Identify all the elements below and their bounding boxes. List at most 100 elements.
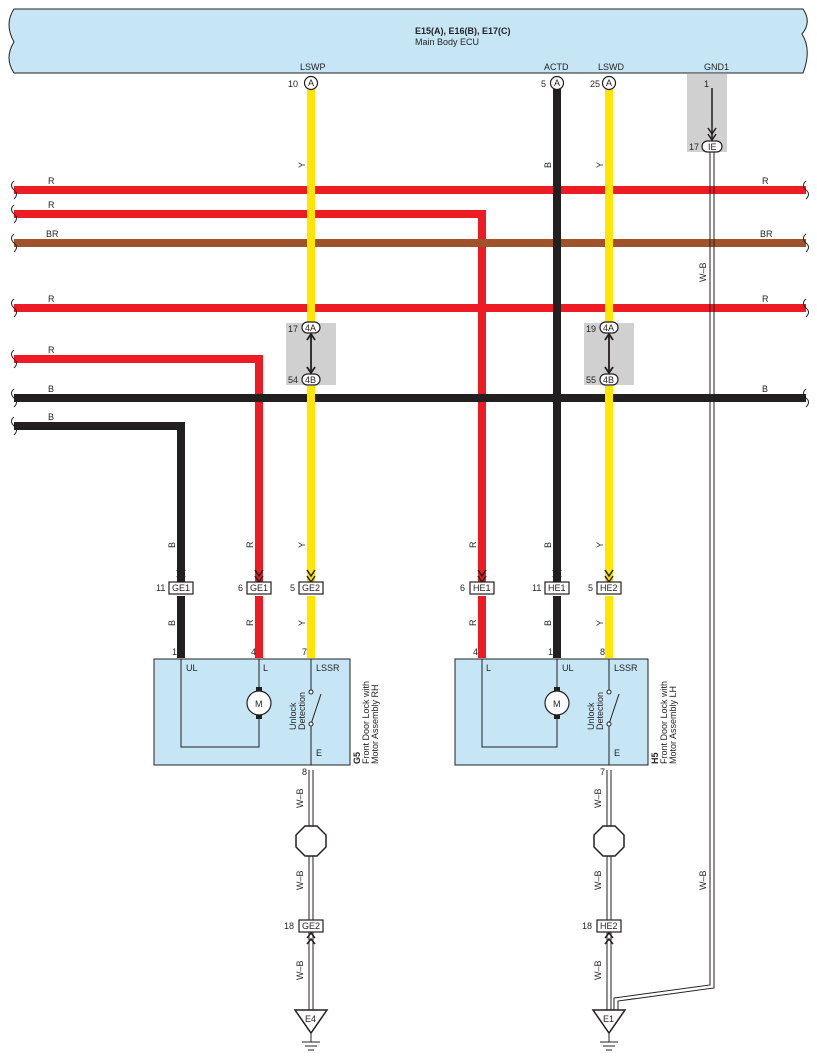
svg-text:Motor Assembly RH: Motor Assembly RH [370, 684, 380, 764]
svg-text:B: B [167, 542, 177, 548]
svg-text:GE1: GE1 [250, 583, 268, 593]
ground-e4: E4 [293, 1009, 329, 1051]
svg-text:E4: E4 [305, 1014, 316, 1024]
bus-label-r-1-right: R [762, 176, 769, 186]
svg-text:8: 8 [302, 767, 307, 777]
svg-text:E: E [614, 748, 620, 758]
bus-label-r-3-right: R [762, 294, 769, 304]
svg-text:1: 1 [548, 647, 553, 657]
svg-text:W–B: W–B [593, 870, 603, 890]
splice-point-rh [295, 825, 327, 857]
bus-label-r-2-left: R [48, 200, 55, 210]
ground-e1: E1 [591, 1009, 627, 1051]
ecu-pin-lswp: 10 A [288, 75, 319, 91]
connector-ge2-18: 18 GE2 [284, 919, 324, 945]
svg-text:18: 18 [284, 921, 294, 931]
junction-right: 19 4A 55 4B [586, 321, 619, 386]
svg-text:IE: IE [708, 142, 717, 152]
ecu-pin-actd: 5 A [541, 75, 565, 91]
pin-name-gnd1: GND1 [704, 62, 729, 72]
svg-text:W–B: W–B [295, 960, 305, 980]
svg-text:10: 10 [288, 79, 298, 89]
svg-text:4A: 4A [603, 323, 614, 333]
svg-text:17: 17 [288, 324, 298, 334]
bus-label-r-1-left: R [48, 176, 55, 186]
svg-text:5: 5 [290, 583, 295, 593]
junction-bg-gnd [687, 74, 727, 152]
bus-b-2 [14, 422, 185, 590]
bus-label-br-right: BR [760, 229, 773, 239]
svg-text:8: 8 [600, 647, 605, 657]
svg-text:11: 11 [156, 583, 165, 593]
svg-text:7: 7 [600, 767, 605, 777]
bus-break-marks [11, 180, 809, 436]
svg-text:5: 5 [588, 583, 593, 593]
svg-text:GE2: GE2 [302, 583, 320, 593]
svg-text:Unlock: Unlock [586, 702, 596, 730]
ecu-title: E15(A), E16(B), E17(C) [415, 26, 511, 36]
svg-text:R: R [468, 541, 478, 548]
connector-ge1-6: 6 GE1 [238, 569, 272, 595]
svg-text:W–B: W–B [295, 870, 305, 890]
svg-text:11: 11 [532, 583, 541, 593]
svg-text:R: R [245, 541, 255, 548]
wb-wires [308, 152, 715, 1010]
svg-text:1: 1 [172, 647, 177, 657]
switch-icon [608, 659, 620, 765]
svg-text:HE2: HE2 [600, 583, 618, 593]
svg-text:LSSR: LSSR [316, 663, 340, 673]
junction-left: 17 4A 54 4B [288, 321, 321, 386]
svg-text:Y: Y [297, 162, 307, 168]
svg-text:L: L [486, 663, 491, 673]
svg-text:B: B [167, 620, 177, 626]
ecu-pin-lswd: 25 A [590, 75, 617, 91]
splice-point-lh [593, 825, 625, 857]
ecu-subtitle: Main Body ECU [415, 37, 479, 47]
bus-label-b-left: B [48, 384, 54, 394]
bus-r-4 [14, 355, 263, 590]
ecu-box [8, 8, 808, 74]
svg-text:UL: UL [186, 663, 198, 673]
svg-text:B: B [543, 542, 553, 548]
svg-text:G5: G5 [352, 752, 362, 764]
connector-he1-6: 6 HE1 [460, 569, 495, 595]
svg-text:4B: 4B [603, 375, 614, 385]
svg-text:6: 6 [460, 583, 465, 593]
svg-text:4: 4 [473, 647, 478, 657]
pin-name-lswp: LSWP [300, 62, 326, 72]
pin-name-lswd: LSWD [598, 62, 625, 72]
svg-text:W–B: W–B [698, 262, 708, 282]
svg-text:4A: 4A [305, 323, 316, 333]
svg-text:HE1: HE1 [473, 583, 491, 593]
svg-text:Y: Y [297, 542, 307, 548]
bus-label-br-left: BR [46, 229, 59, 239]
bus-label-r-3-left: R [48, 294, 55, 304]
pin-name-actd: ACTD [544, 62, 569, 72]
svg-text:Y: Y [595, 162, 605, 168]
svg-text:R: R [245, 619, 255, 626]
svg-text:55: 55 [586, 375, 596, 385]
svg-text:W–B: W–B [593, 960, 603, 980]
connector-ge1-11: 11 GE1 [156, 569, 194, 595]
svg-text:A: A [554, 78, 560, 88]
svg-text:18: 18 [582, 921, 592, 931]
svg-text:Front Door Lock with: Front Door Lock with [361, 681, 371, 764]
svg-text:M: M [255, 699, 263, 709]
svg-text:Detection: Detection [595, 692, 605, 730]
lh-module: 4 1 8 L UL LSSR E 7 M Unlock Detection H… [454, 647, 678, 777]
svg-text:L: L [263, 663, 268, 673]
svg-text:Y: Y [595, 542, 605, 548]
svg-text:7: 7 [302, 647, 307, 657]
svg-text:Detection: Detection [297, 692, 307, 730]
svg-text:Front Door Lock with: Front Door Lock with [659, 681, 669, 764]
bus-lines [14, 186, 806, 590]
svg-text:Motor Assembly LH: Motor Assembly LH [668, 686, 678, 764]
svg-text:M: M [553, 699, 561, 709]
svg-text:HE2: HE2 [600, 921, 618, 931]
svg-text:A: A [308, 78, 314, 88]
svg-text:4B: 4B [305, 375, 316, 385]
svg-text:Y: Y [297, 620, 307, 626]
connector-ge2-5: 5 GE2 [290, 569, 324, 595]
junction-ie: 17 IE [689, 127, 723, 153]
